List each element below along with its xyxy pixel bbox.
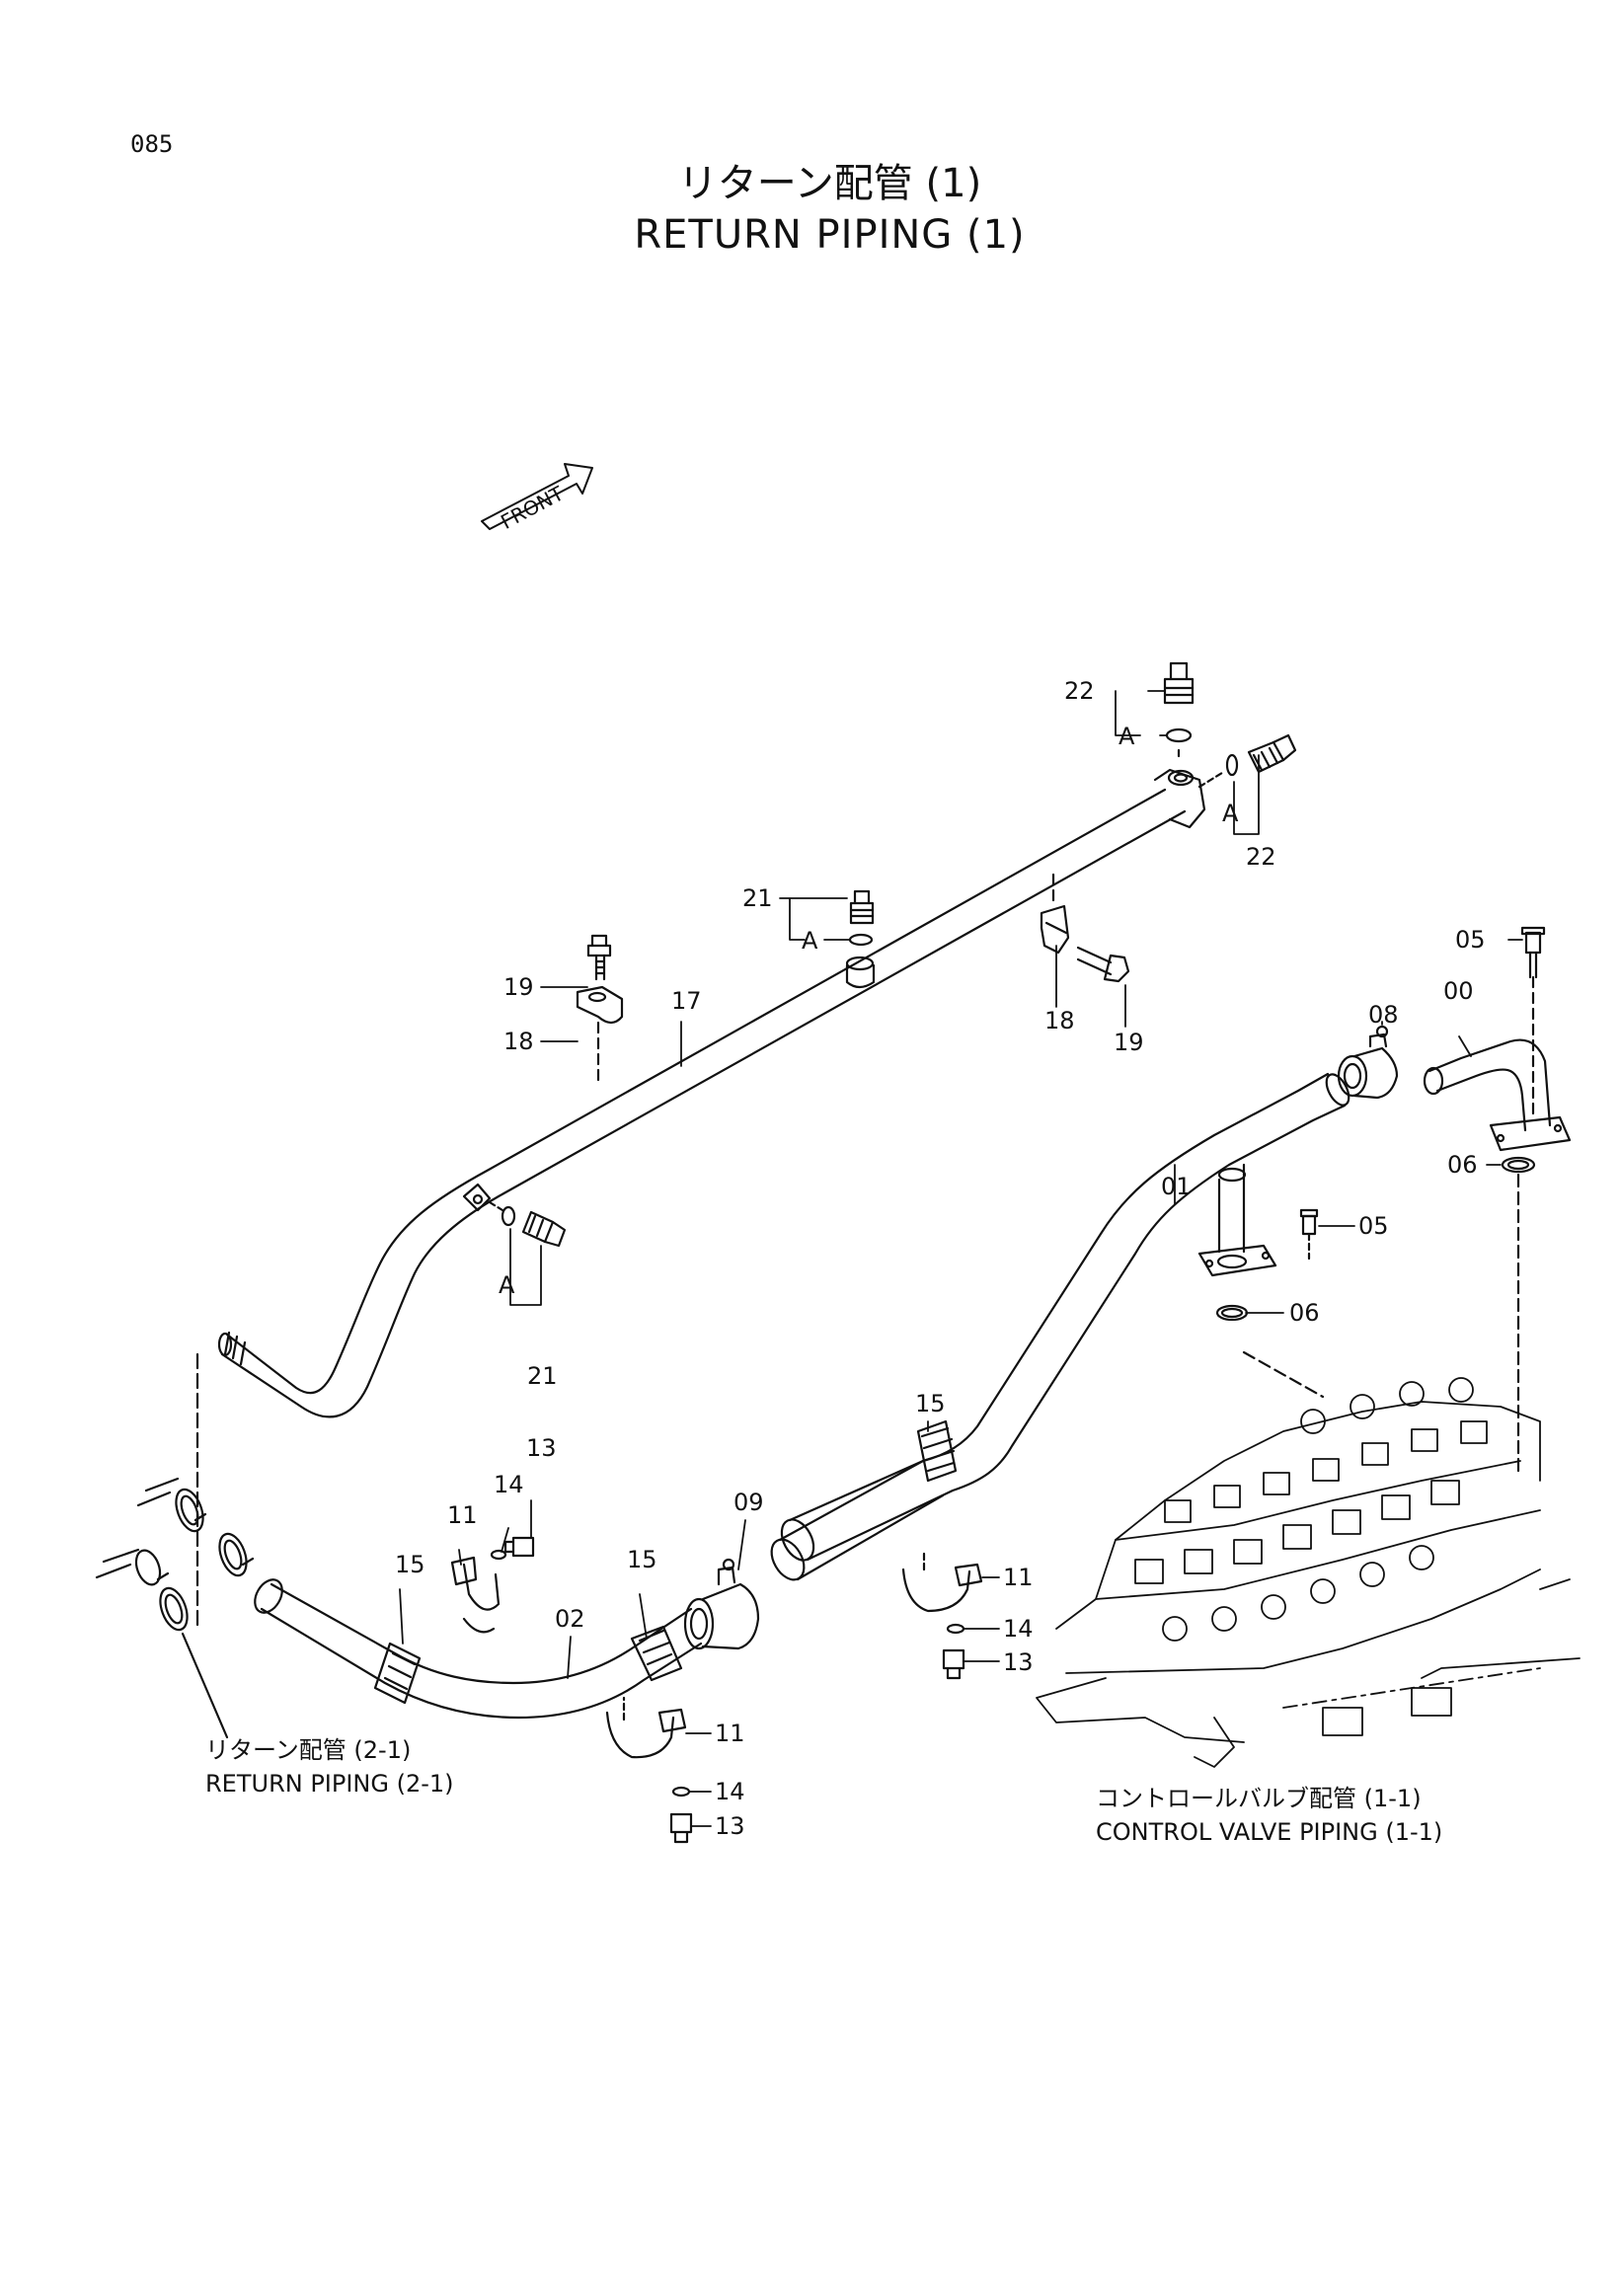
pipe-17 <box>217 768 1206 1418</box>
callout-13b: 13 <box>1003 1648 1034 1676</box>
washer-14-bottom <box>671 1786 691 1798</box>
callout-14b: 14 <box>1003 1615 1034 1643</box>
callout-08: 08 <box>1368 1001 1399 1029</box>
callout-11b: 11 <box>1003 1564 1034 1591</box>
bolt-05-mid <box>1299 1208 1319 1261</box>
fitting-22-side <box>1197 733 1297 789</box>
bolt-19-left <box>586 934 612 981</box>
hose-clamps-left <box>95 1352 255 1739</box>
title-english: RETURN PIPING (1) <box>634 212 1026 258</box>
bolt-13-left <box>503 1536 535 1558</box>
callout-21a: 21 <box>742 884 773 912</box>
clamp-11-bottom <box>605 1696 687 1759</box>
clamp-18-right <box>1040 867 1070 955</box>
callout-15a: 15 <box>915 1390 946 1417</box>
callout-00: 00 <box>1443 977 1474 1005</box>
hose-middle <box>770 1459 945 1581</box>
ref-return-jp: リターン配管 (2-1) <box>205 1736 412 1764</box>
callout-22a: 22 <box>1064 677 1095 705</box>
callout-13a: 13 <box>526 1434 557 1462</box>
bolt-05-top <box>1520 926 1546 1117</box>
leader-lines <box>399 690 1523 1827</box>
front-label: FRONT <box>497 481 568 534</box>
callout-15c: 15 <box>627 1546 657 1573</box>
callout-11a: 11 <box>447 1501 478 1529</box>
front-arrow-icon: FRONT <box>481 463 593 534</box>
fitting-22-top <box>1163 661 1195 762</box>
callout-09: 09 <box>733 1489 764 1516</box>
callout-05b: 05 <box>1358 1212 1389 1240</box>
elbow-pipe-00 <box>1423 1038 1572 1152</box>
fitting-21-low <box>488 1200 567 1248</box>
washer-14-left <box>490 1549 507 1561</box>
callout-A3: A <box>802 927 818 955</box>
callout-06b: 06 <box>1289 1299 1320 1327</box>
control-valve-block <box>1036 1377 1581 1768</box>
callout-19a: 19 <box>503 973 534 1001</box>
ref-control-valve-piping-1-1[interactable]: コントロールバルブ配管 (1-1) CONTROL VALVE PIPING (… <box>1096 1782 1442 1849</box>
callout-06a: 06 <box>1447 1151 1478 1179</box>
title-japanese: リターン配管 (1) <box>677 161 982 206</box>
callout-14a: 14 <box>494 1471 524 1498</box>
bolt-13-right <box>942 1648 965 1680</box>
callout-A4: A <box>499 1271 515 1299</box>
callout-11c: 11 <box>715 1720 745 1747</box>
callout-14c: 14 <box>715 1778 745 1805</box>
callout-21b: 21 <box>527 1362 558 1390</box>
washer-14-right <box>946 1623 965 1635</box>
clamp-18-left <box>576 985 624 1088</box>
ref-control-jp: コントロールバルブ配管 (1-1) <box>1096 1785 1422 1812</box>
callout-05a: 05 <box>1455 926 1486 954</box>
callout-17: 17 <box>671 987 702 1015</box>
page-title: リターン配管 (1) RETURN PIPING (1) <box>0 158 1620 261</box>
callout-A1: A <box>1119 723 1135 750</box>
ref-return-en: RETURN PIPING (2-1) <box>205 1770 454 1798</box>
callout-19b: 19 <box>1114 1029 1144 1056</box>
pipe-02 <box>254 1578 703 1720</box>
callout-13c: 13 <box>715 1812 745 1840</box>
callout-18a: 18 <box>503 1028 534 1055</box>
clamp-11-left <box>450 1556 501 1634</box>
hose-clamp-08 <box>1337 1025 1399 1100</box>
connector-09 <box>683 1558 760 1650</box>
callout-01: 01 <box>1161 1173 1192 1200</box>
pipe-01 <box>780 1072 1350 1562</box>
ref-return-piping-2-1[interactable]: リターン配管 (2-1) RETURN PIPING (2-1) <box>205 1733 454 1800</box>
bolt-19-right <box>1076 946 1130 983</box>
fitting-21-mid <box>848 889 875 947</box>
callout-labels: 22 A A 22 21 A A 21 19 18 17 18 19 05 00… <box>395 677 1486 1840</box>
bolt-13-bottom <box>669 1812 693 1844</box>
ref-control-en: CONTROL VALVE PIPING (1-1) <box>1096 1818 1443 1846</box>
callout-22b: 22 <box>1246 843 1276 871</box>
oring-06-top <box>1501 1156 1536 1473</box>
callout-A2: A <box>1222 800 1239 827</box>
callout-15b: 15 <box>395 1551 425 1578</box>
callout-02: 02 <box>555 1605 585 1633</box>
page-number: 085 <box>130 130 174 158</box>
clamp-11-right <box>901 1548 983 1613</box>
callout-18b: 18 <box>1044 1007 1075 1034</box>
